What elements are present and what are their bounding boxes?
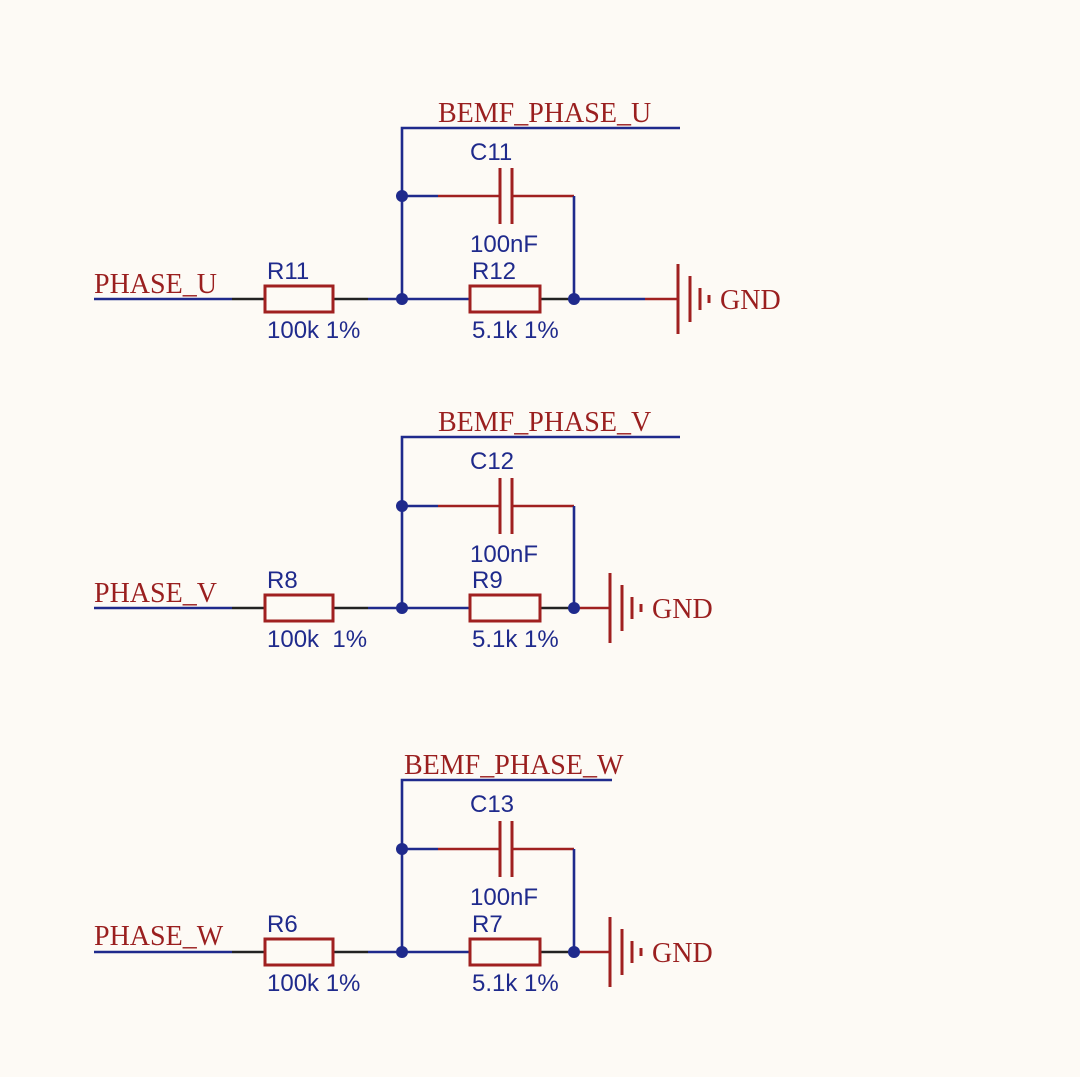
- r-shunt-ref: R9: [472, 567, 503, 594]
- wire-bemf-vertical-v: [400, 435, 680, 608]
- capacitor-ref: C12: [470, 448, 514, 475]
- ground-net-label: GND: [652, 938, 713, 969]
- input-net-label: PHASE_W: [94, 921, 224, 952]
- resistor-r9: [468, 593, 542, 623]
- capacitor-ref: C13: [470, 791, 514, 818]
- junction-dot: [568, 602, 580, 614]
- capacitor-c13: [498, 821, 514, 877]
- capacitor-c11: [498, 168, 514, 224]
- r-series-ref: R6: [267, 911, 298, 938]
- capacitor-c12: [498, 478, 514, 534]
- ground-symbol-u: [676, 264, 711, 334]
- r-series-value: 100k 1%: [267, 970, 360, 997]
- stage-phase-u: PHASE_U BEMF_PHASE_U GND R11 100k 1% C11…: [94, 98, 781, 344]
- capacitor-ref: C11: [470, 139, 512, 166]
- resistor-r6: [263, 937, 335, 967]
- capacitor-value: 100nF: [470, 541, 538, 568]
- output-net-label: BEMF_PHASE_U: [438, 98, 651, 129]
- junction-dot: [396, 190, 408, 202]
- resistor-r11: [263, 284, 335, 314]
- junction-dot: [396, 946, 408, 958]
- r-series-value: 100k 1%: [267, 317, 360, 344]
- ground-symbol-v: [608, 573, 643, 643]
- r-series-ref: R8: [267, 567, 298, 594]
- r-shunt-ref: R12: [472, 258, 516, 285]
- wire-bemf-vertical-u: [400, 126, 680, 299]
- r-shunt-value: 5.1k 1%: [472, 317, 559, 344]
- output-net-label: BEMF_PHASE_V: [438, 407, 651, 438]
- stage-phase-w: PHASE_W BEMF_PHASE_W GND R6 100k 1% C13 …: [94, 750, 713, 997]
- ground-symbol-w: [608, 917, 643, 987]
- r-shunt-ref: R7: [472, 911, 503, 938]
- resistor-r12: [468, 284, 542, 314]
- input-net-label: PHASE_V: [94, 578, 217, 609]
- junction-dot: [396, 500, 408, 512]
- r-series-ref: R11: [267, 258, 309, 285]
- junction-dot: [396, 843, 408, 855]
- junction-dot: [568, 946, 580, 958]
- ground-net-label: GND: [652, 594, 713, 625]
- wire-bemf-vertical-w: [400, 778, 612, 952]
- junction-dot: [396, 602, 408, 614]
- input-net-label: PHASE_U: [94, 269, 217, 300]
- capacitor-value: 100nF: [470, 231, 538, 258]
- junction-dot: [568, 293, 580, 305]
- capacitor-value: 100nF: [470, 884, 538, 911]
- ground-net-label: GND: [720, 285, 781, 316]
- junction-dot: [396, 293, 408, 305]
- resistor-r7: [468, 937, 542, 967]
- r-shunt-value: 5.1k 1%: [472, 626, 559, 653]
- output-net-label: BEMF_PHASE_W: [404, 750, 624, 781]
- resistor-r8: [263, 593, 335, 623]
- stage-phase-v: PHASE_V BEMF_PHASE_V GND R8 100k 1% C12 …: [94, 407, 713, 653]
- r-shunt-value: 5.1k 1%: [472, 970, 559, 997]
- r-series-value: 100k 1%: [267, 626, 367, 653]
